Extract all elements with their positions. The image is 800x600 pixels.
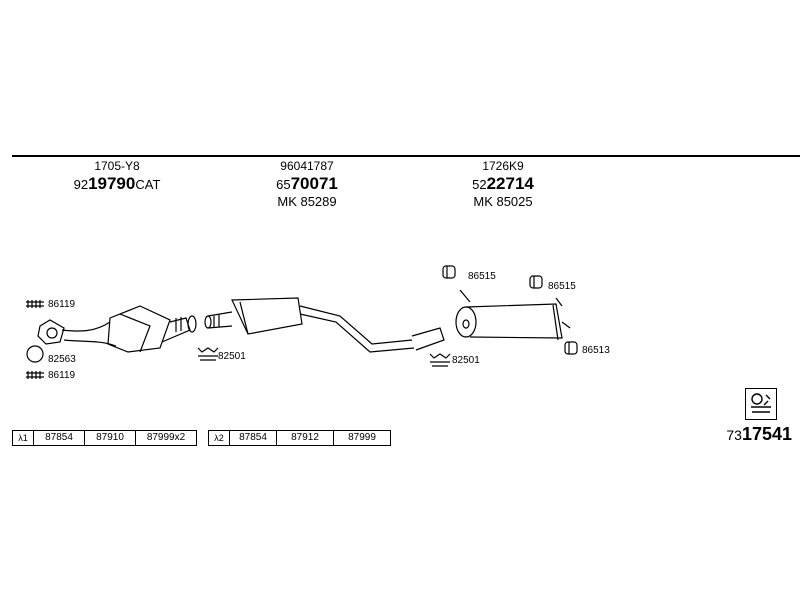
label-rubber-mount: 86513 [582,345,610,356]
catalog-logo-icon [745,388,777,420]
label-rubber-mount: 86515 [468,271,496,282]
gasket-ring-icon [26,345,44,363]
middle-silencer [204,297,445,353]
label-clamp: 82501 [452,355,480,366]
label-clamp: 82501 [218,351,246,362]
rubber-mount-icon [442,265,456,279]
kit-cell: 87854 [34,431,85,445]
clamp-icon [197,347,219,361]
top-divider [12,155,800,157]
part-number: 6570071 [276,174,338,193]
bolt-icon [26,371,44,379]
part-code: 96041787 [280,159,334,173]
mounting-kit: MK 85289 [277,194,337,209]
kit-table-2: λ2 87854 87912 87999 [208,430,391,446]
part-header-catalyst: 1705-Y8 9219790CAT [62,160,172,192]
part-header-rear-silencer: 1726K9 5222714 MK 85025 [448,160,558,208]
mounting-kit: MK 85025 [473,194,533,209]
flange-icon [37,319,65,345]
part-number: 9219790CAT [73,174,161,193]
lambda-cell: λ1 [13,431,34,445]
kit-cell: 87912 [277,431,334,445]
diagram-reference-number: 7317541 [726,424,792,444]
part-code: 1726K9 [482,159,524,173]
part-number: 5222714 [472,174,534,193]
rear-silencer [455,289,571,341]
kit-cell: 87910 [85,431,136,445]
lambda-cell: λ2 [209,431,230,445]
catalytic-converter [61,305,197,353]
rubber-mount-icon [564,341,578,355]
kit-cell: 87999x2 [146,432,186,443]
bolt-icon [26,300,44,308]
rubber-mount-icon [529,275,543,289]
label-bolt: 86119 [48,370,76,381]
part-code: 1705-Y8 [94,159,140,173]
label-rubber-mount: 86515 [548,281,576,292]
kit-table-1: λ1 87854 87910 87999x2 [12,430,197,446]
kit-cell: 87999 [348,432,376,443]
label-bolt: 86119 [48,299,76,310]
clamp-icon [429,353,451,367]
label-gasket: 82563 [48,354,76,365]
kit-cell: 87854 [230,431,277,445]
part-header-middle-silencer: 96041787 6570071 MK 85289 [252,160,362,208]
